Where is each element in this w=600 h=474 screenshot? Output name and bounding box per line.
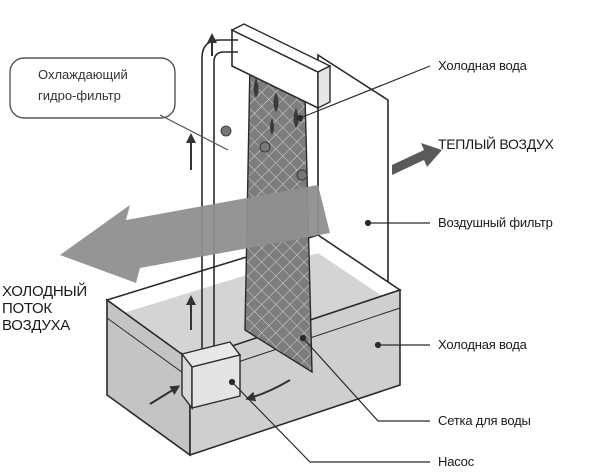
cold-water-top-label: Холодная вода [438,58,527,73]
warm-air-label: ТЕПЛЫЙ ВОЗДУХ [438,136,554,152]
cooling-filter-label: Охлаждающий гидро-фильтр [38,64,128,106]
water-drops [253,78,299,135]
pump-box [180,341,242,411]
cold-airflow-label-line2: ПОТОК [2,300,52,317]
cold-airflow-label: ХОЛОДНЫЙ ПОТОК ВОЗДУХА [2,283,87,334]
cold-airflow-arrow [60,185,330,283]
cooling-filter-label-line2: гидро-фильтр [38,88,121,103]
air-bubbles [220,125,308,181]
cold-water-tank-label: Холодная вода [438,337,527,352]
callout-bubble [9,57,229,151]
pump-label: Насос [438,454,474,469]
air-filter-label: Воздушный фильтр [438,215,553,230]
water-mesh-label: Сетка для воды [438,413,531,428]
water-distributor [230,23,332,110]
cooling-filter-label-line1: Охлаждающий [38,67,128,82]
leader-lines [228,65,431,463]
warm-air-arrow [392,143,442,175]
cold-airflow-label-line1: ХОЛОДНЫЙ [2,283,87,300]
cold-airflow-label-line3: ВОЗДУХА [2,317,71,334]
water-pipe [201,39,238,352]
flow-arrows [149,33,291,405]
